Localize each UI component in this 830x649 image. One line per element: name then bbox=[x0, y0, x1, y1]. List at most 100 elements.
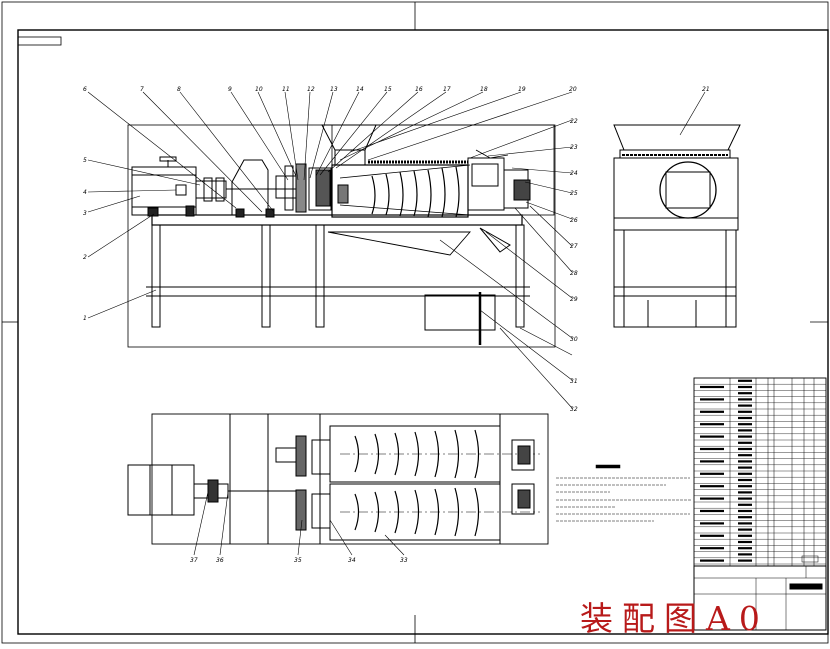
balloon-27: 27 bbox=[570, 243, 578, 250]
balloon-30: 30 bbox=[570, 336, 578, 343]
parts-list-entry bbox=[700, 497, 724, 500]
parts-list-entry bbox=[738, 392, 752, 395]
balloon-29: 29 bbox=[570, 296, 578, 303]
parts-list-entry bbox=[738, 466, 752, 469]
parts-list-entry bbox=[738, 534, 752, 537]
balloon-21: 21 bbox=[702, 86, 710, 93]
parts-list-entry bbox=[738, 454, 752, 457]
parts-list-entry bbox=[700, 485, 724, 488]
balloon-5: 5 bbox=[83, 157, 87, 164]
balloon-12: 12 bbox=[307, 86, 315, 93]
balloon-19: 19 bbox=[518, 86, 526, 93]
parts-list-entry bbox=[700, 447, 724, 451]
parts-list-entry bbox=[700, 559, 724, 562]
balloon-10: 10 bbox=[255, 86, 263, 93]
balloon-16: 16 bbox=[415, 86, 423, 93]
parts-list-entry bbox=[738, 553, 752, 556]
parts-list-entry bbox=[700, 509, 724, 513]
corner-code-box bbox=[17, 36, 62, 46]
balloon-32: 32 bbox=[570, 406, 578, 413]
parts-list-entry bbox=[700, 522, 724, 525]
balloon-4: 4 bbox=[83, 189, 87, 196]
motor-plan bbox=[127, 464, 195, 516]
parts-list-entry bbox=[738, 447, 752, 451]
balloon-22: 22 bbox=[570, 118, 578, 125]
balloon-11: 11 bbox=[282, 86, 290, 93]
parts-list-entry bbox=[700, 423, 724, 426]
balloon-35: 35 bbox=[294, 557, 302, 564]
balloon-31: 31 bbox=[570, 378, 578, 385]
balloon-8: 8 bbox=[177, 86, 181, 93]
parts-list-entry bbox=[738, 385, 752, 389]
balloon-7: 7 bbox=[140, 86, 144, 93]
balloon-1: 1 bbox=[83, 315, 87, 322]
balloon-17: 17 bbox=[443, 86, 451, 93]
leader-lines bbox=[87, 91, 706, 556]
front-balloon-labels: 6 7 8 9 10 11 12 13 14 15 16 17 18 19 20… bbox=[83, 86, 710, 413]
plan-balloon-labels: 37 36 35 34 33 bbox=[190, 557, 408, 564]
hopper-side bbox=[613, 124, 741, 151]
parts-list-entry bbox=[738, 478, 752, 482]
balloon-37: 37 bbox=[190, 557, 198, 564]
parts-list-entry bbox=[738, 497, 752, 500]
balloon-2: 2 bbox=[83, 254, 87, 261]
balloon-28: 28 bbox=[570, 270, 578, 277]
balloon-20: 20 bbox=[569, 86, 577, 93]
parts-list-entry bbox=[738, 404, 752, 407]
parts-list-entry bbox=[738, 379, 752, 382]
parts-list-entry bbox=[738, 416, 752, 420]
parts-list-entry bbox=[738, 516, 752, 519]
balloon-6: 6 bbox=[83, 86, 87, 93]
balloon-9: 9 bbox=[228, 86, 232, 93]
parts-list-entry bbox=[738, 398, 752, 401]
parts-list-entry bbox=[738, 503, 752, 506]
balloon-24: 24 bbox=[570, 170, 578, 177]
plan-view bbox=[127, 413, 549, 545]
inner-frame bbox=[17, 29, 829, 635]
parts-list-entry bbox=[738, 491, 752, 494]
balloon-26: 26 bbox=[570, 217, 578, 224]
balloon-33: 33 bbox=[400, 557, 408, 564]
balloon-25: 25 bbox=[570, 190, 578, 197]
parts-list-entry bbox=[738, 509, 752, 513]
side-view bbox=[613, 124, 741, 328]
drawing-caption: 装配图A0 bbox=[580, 599, 769, 638]
parts-list bbox=[693, 377, 827, 567]
parts-list-entry bbox=[738, 435, 752, 438]
technical-notes bbox=[556, 464, 692, 522]
parts-list-entry bbox=[738, 522, 752, 525]
discharge-head bbox=[467, 157, 505, 211]
parts-list-entry bbox=[700, 385, 724, 389]
machine-table bbox=[151, 214, 523, 226]
parts-list-entry bbox=[738, 547, 752, 550]
balloon-13: 13 bbox=[330, 86, 338, 93]
plan-outline bbox=[151, 413, 549, 545]
balloon-36: 36 bbox=[216, 557, 224, 564]
balloon-3: 3 bbox=[83, 210, 87, 217]
parts-list-rows bbox=[694, 379, 826, 565]
parts-list-entry bbox=[738, 460, 752, 463]
parts-list-entry bbox=[700, 435, 724, 438]
balloon-34: 34 bbox=[348, 557, 356, 564]
parts-list-entry bbox=[738, 410, 752, 413]
parts-list-entry bbox=[738, 540, 752, 544]
barrel-section bbox=[659, 161, 717, 219]
parts-list-entry bbox=[700, 547, 724, 550]
parts-list-entry bbox=[738, 423, 752, 426]
parts-list-entry bbox=[700, 472, 724, 475]
balloon-14: 14 bbox=[356, 86, 364, 93]
parts-list-entry bbox=[700, 410, 724, 413]
parts-list-entry bbox=[738, 441, 752, 444]
parts-list-entry bbox=[700, 398, 724, 401]
balloon-18: 18 bbox=[480, 86, 488, 93]
parts-list-entry bbox=[738, 528, 752, 531]
parts-list-entry bbox=[700, 460, 724, 463]
balloon-23: 23 bbox=[570, 144, 578, 151]
parts-list-entry bbox=[700, 534, 724, 537]
front-view bbox=[127, 124, 556, 348]
parts-list-entry bbox=[738, 429, 752, 432]
parts-list-entry bbox=[738, 472, 752, 475]
